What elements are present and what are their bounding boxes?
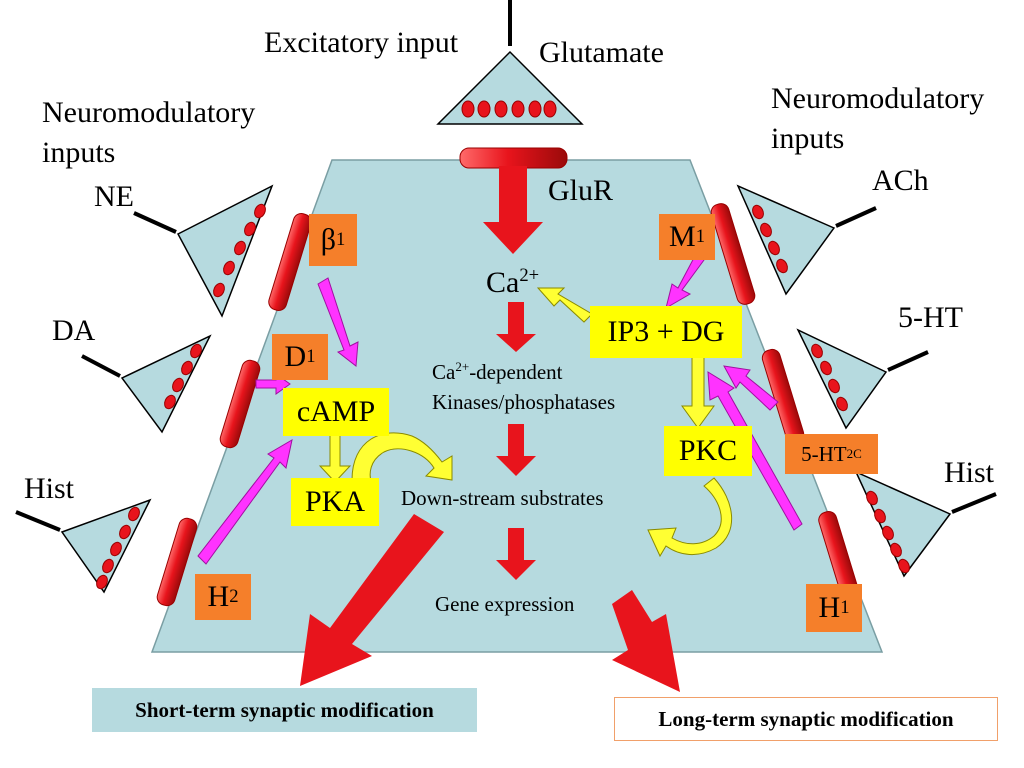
ach-terminal — [736, 184, 836, 296]
pkc-box: PKC — [664, 426, 752, 476]
da-terminal — [120, 334, 212, 434]
glur-receptor — [459, 147, 568, 169]
neuromodulatory-left-line1: Neuromodulatory — [42, 96, 256, 129]
ip3-to-ca-arrow — [536, 287, 593, 323]
m1-to-ip3-arrow — [665, 253, 705, 310]
kinases-phosphatases-label: Kinases/phosphatases — [432, 390, 616, 414]
beta1-receptor — [268, 213, 312, 311]
short-term-modification-label: Short-term synaptic modification — [92, 688, 477, 732]
ne-axon-line — [133, 211, 177, 234]
5ht-label: 5-HT — [898, 301, 963, 334]
m1-receptor — [710, 203, 756, 305]
glutamate-vesicles — [461, 100, 557, 118]
yellow-arrows — [318, 287, 732, 558]
camp-box: cAMP — [283, 388, 389, 436]
ach-axon-line — [835, 206, 877, 228]
5ht-vesicles — [811, 343, 848, 412]
neuromodulatory-right-line1: Neuromodulatory — [771, 82, 985, 115]
ip3-dg-box: IP3 + DG — [590, 306, 742, 358]
hist-right-terminal — [854, 470, 952, 578]
ne-terminal — [176, 184, 274, 318]
kinases-to-substrates-arrow — [496, 424, 536, 476]
cascade-arrows — [496, 302, 536, 580]
neuromodulatory-left-line2: inputs — [42, 136, 116, 169]
h1-to-ip3-arrow — [707, 371, 803, 531]
calcium-label: Ca2+ — [486, 265, 540, 299]
glur-arrow — [483, 166, 543, 254]
5ht-axon-line — [887, 350, 929, 372]
substrates-to-gene-arrow — [496, 528, 536, 580]
camp-to-pka-arrow — [318, 431, 352, 483]
hist-left-axon-line — [15, 510, 61, 532]
downstream-substrates-label: Down-stream substrates — [401, 486, 604, 510]
ach-vesicles — [752, 204, 788, 274]
5ht2c-to-ip3-arrow — [723, 365, 779, 411]
gene-expression-label: Gene expression — [435, 592, 575, 616]
h2-to-camp-arrow — [197, 438, 293, 565]
hist-right-label: Hist — [944, 456, 995, 489]
magenta-arrows — [197, 253, 803, 565]
hist-left-vesicles — [96, 506, 140, 590]
pkc-to-substrates-curved-arrow — [647, 477, 732, 558]
ne-vesicles — [213, 203, 266, 298]
da-axon-line — [81, 354, 121, 378]
short-term-arrow — [300, 514, 444, 686]
hist-right-axon-line — [951, 492, 997, 514]
hist-right-vesicles — [866, 490, 910, 574]
glutamate-label: Glutamate — [539, 36, 664, 69]
hist-left-label: Hist — [24, 472, 75, 505]
5ht-terminal — [796, 328, 888, 430]
long-term-modification-label: Long-term synaptic modification — [614, 697, 998, 741]
ca-to-kinases-arrow — [496, 302, 536, 352]
glur-label: GluR — [548, 174, 614, 207]
h2-receptor — [156, 517, 198, 607]
beta1-to-camp-arrow — [317, 277, 359, 367]
ip3-to-pkc-arrow — [681, 355, 715, 429]
ach-label: ACh — [872, 164, 929, 197]
da-label: DA — [52, 314, 96, 347]
excitatory-input-label: Excitatory input — [264, 26, 459, 59]
ca-dependent-label: Ca2+-dependent — [432, 359, 563, 384]
hist-left-terminal — [60, 498, 152, 594]
ne-label: NE — [94, 180, 134, 213]
pka-box: PKA — [291, 478, 379, 526]
da-vesicles — [164, 343, 202, 410]
long-term-arrow — [612, 590, 680, 692]
postsynaptic-cell — [150, 159, 884, 653]
neuromodulatory-right-line2: inputs — [771, 122, 845, 155]
d1-receptor — [219, 359, 261, 449]
